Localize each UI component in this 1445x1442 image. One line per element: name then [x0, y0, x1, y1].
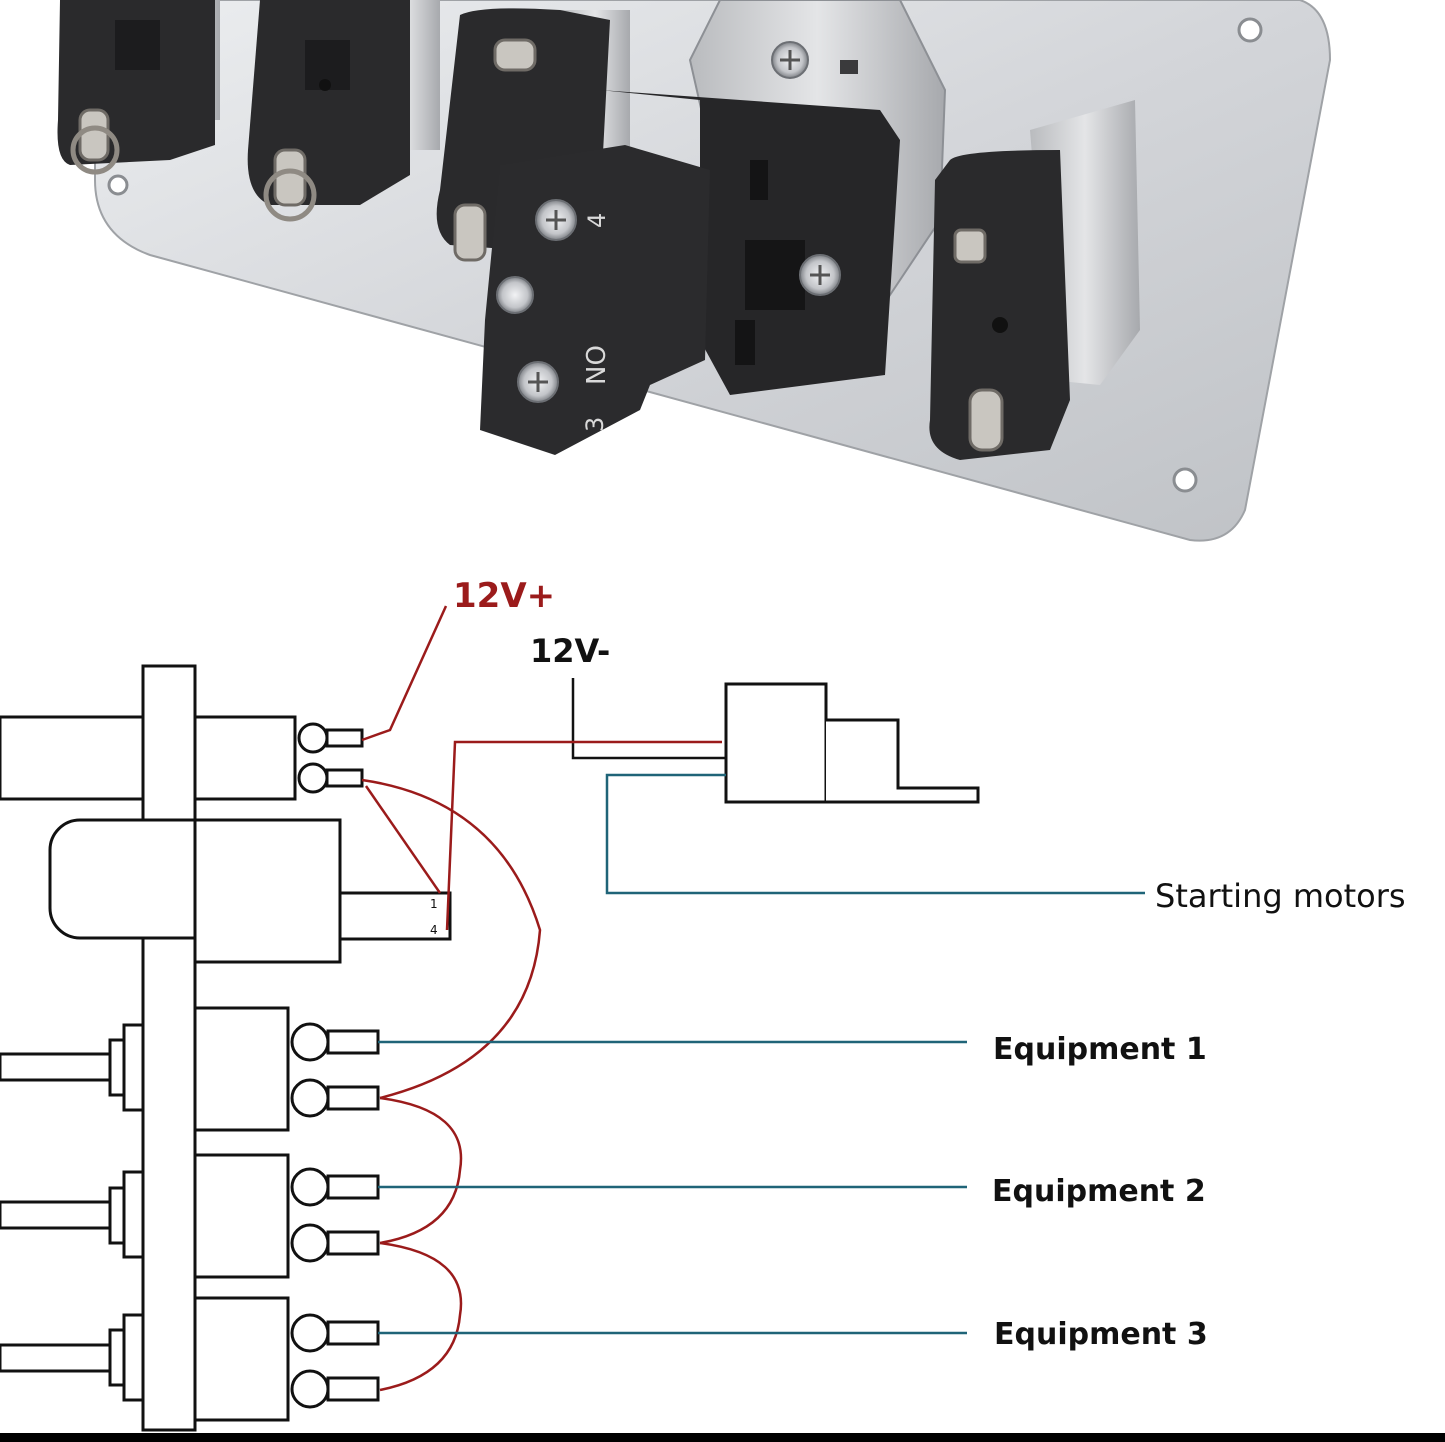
panel-plate — [141, 664, 197, 1432]
label-equipment-2: Equipment 2 — [992, 1174, 1206, 1209]
switch-panel-photo: 4 NO 3 — [57, 0, 1332, 542]
key-terminal-marking: 1 — [430, 897, 438, 911]
top-switch — [0, 715, 364, 801]
contact-block: 4 NO 3 — [480, 90, 900, 455]
mounting-hole-icon — [107, 174, 129, 196]
key-terminal-marking: 4 — [430, 923, 438, 937]
contact-marking-no: NO — [582, 345, 612, 385]
wiring-diagram: 1 4 — [0, 605, 1145, 1432]
mounting-hole-icon — [1237, 17, 1263, 43]
toggle-switch-body — [247, 0, 440, 222]
toggle-switch-body — [57, 0, 220, 175]
label-equipment-1: Equipment 1 — [993, 1032, 1207, 1067]
toggle-switch-2 — [0, 1153, 380, 1279]
toggle-switch-3 — [0, 1296, 380, 1422]
toggle-switch-body — [929, 100, 1140, 460]
output-wires — [378, 773, 1145, 1335]
contact-marking-terminal-4: 4 — [583, 213, 611, 228]
label-12v-negative: 12V- — [530, 632, 610, 670]
positive-wires — [361, 605, 722, 1392]
mounting-hole-icon — [1172, 467, 1198, 493]
screw-icon — [496, 276, 534, 314]
toggle-switch-1 — [0, 1006, 380, 1132]
bottom-border — [0, 1433, 1445, 1442]
negative-wire — [571, 678, 726, 760]
contact-marking-terminal-3: 3 — [581, 417, 609, 432]
label-12v-positive: 12V+ — [453, 576, 555, 616]
label-equipment-3: Equipment 3 — [994, 1317, 1208, 1352]
key-switch: 1 4 — [48, 818, 452, 964]
starter-relay — [724, 682, 980, 804]
label-starting-motors: Starting motors — [1155, 877, 1406, 915]
